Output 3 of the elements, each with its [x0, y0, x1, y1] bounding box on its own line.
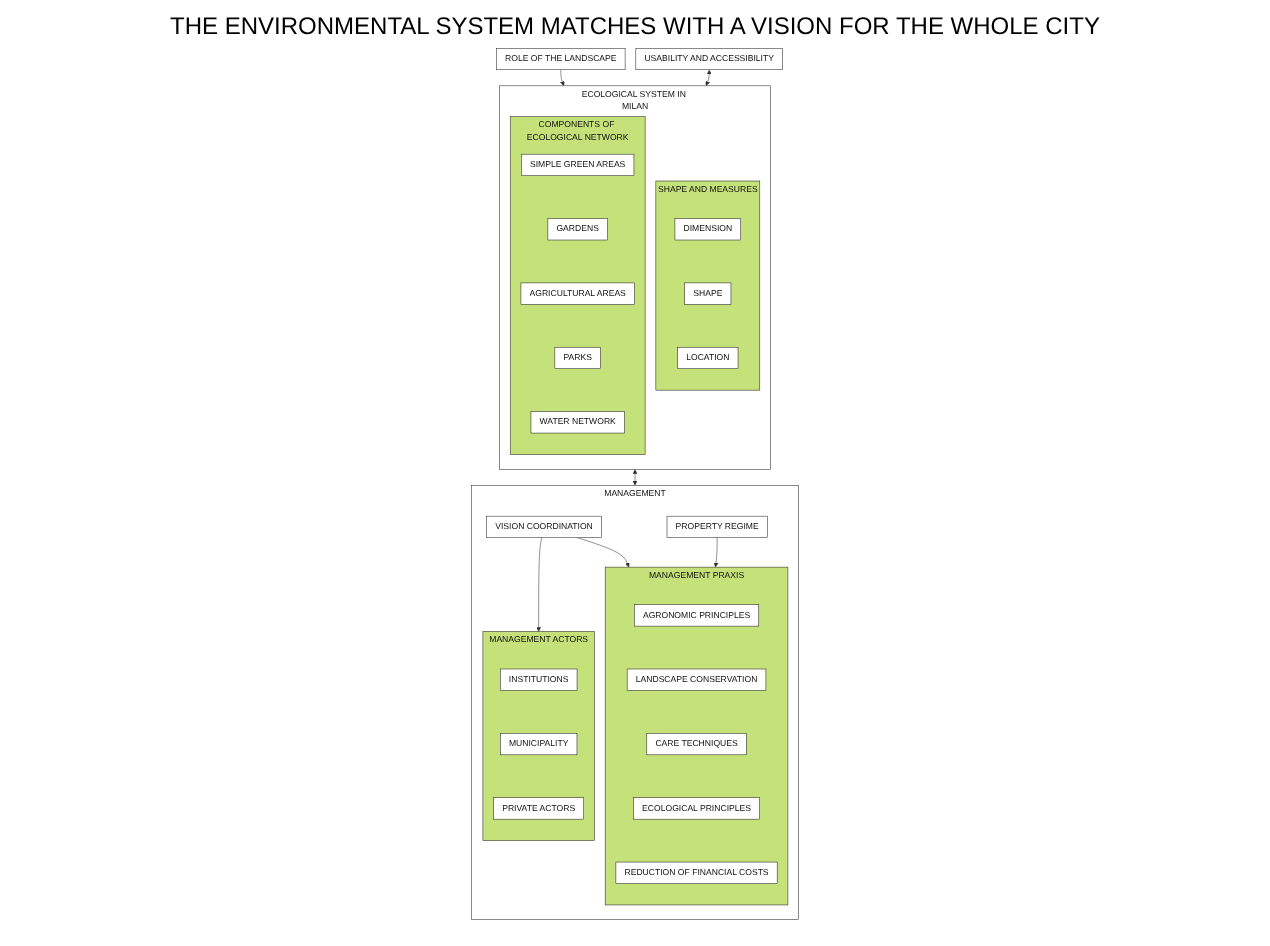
arrow — [705, 69, 712, 87]
arrow — [632, 469, 638, 486]
diagram-title: THE ENVIRONMENTAL SYSTEM MATCHES WITH A VISION FOR THE WHOLE CITY — [168, 12, 1102, 40]
